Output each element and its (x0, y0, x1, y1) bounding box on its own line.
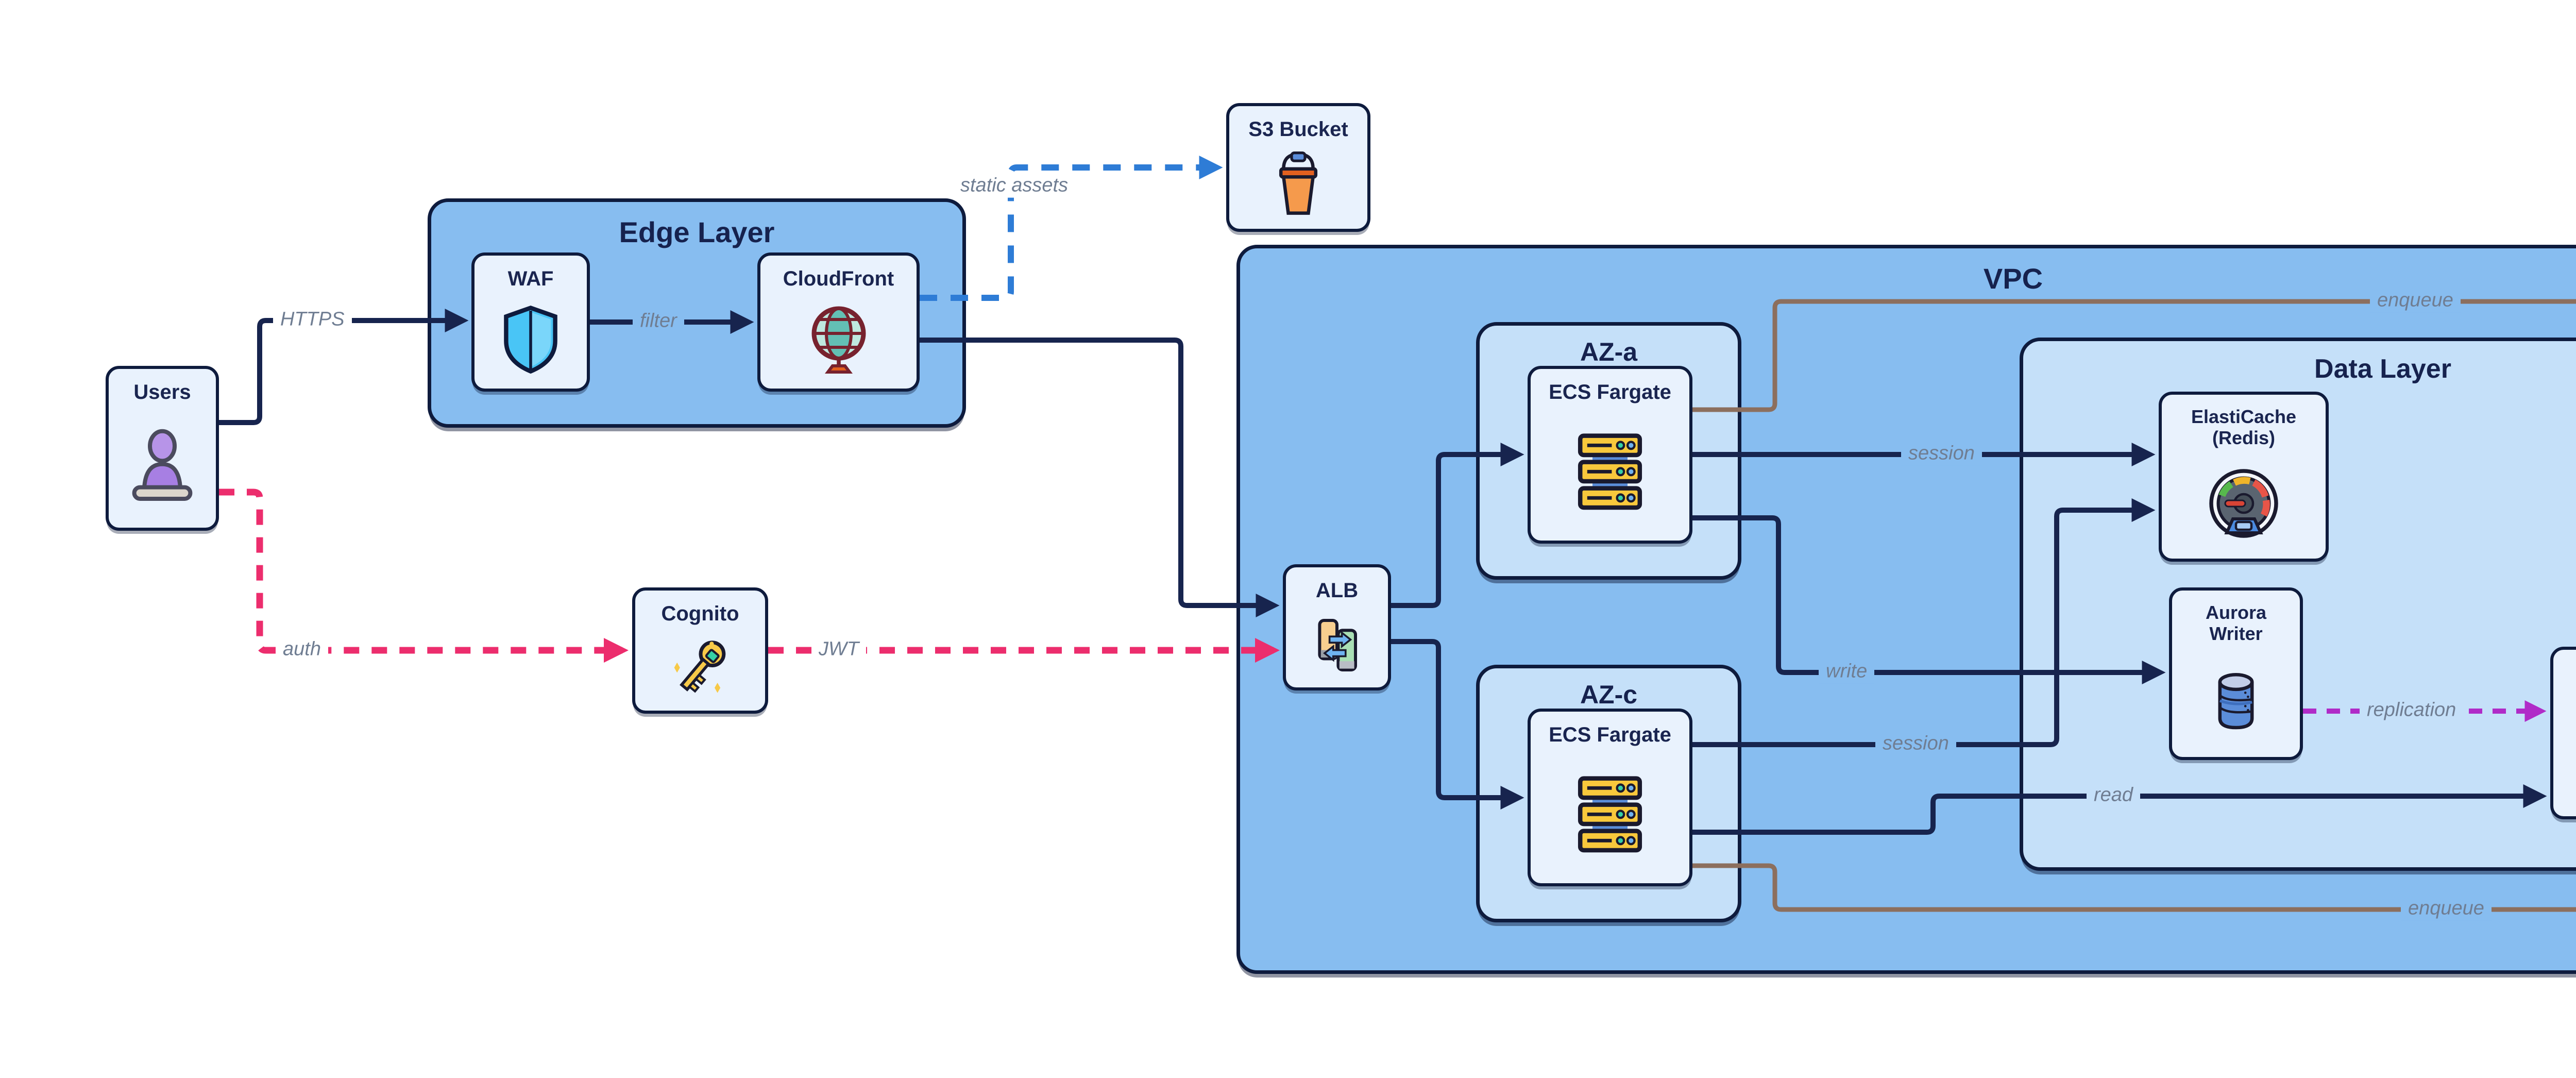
server-stack-icon (1531, 747, 1689, 883)
cloudfront-node: CloudFront (757, 252, 920, 392)
az-c-title: AZ-c (1580, 680, 1638, 709)
ecs-fargate-a-node: ECS Fargate (1528, 366, 1692, 544)
edge-label-filter: filter (633, 309, 684, 333)
ecs-fargate-c-node: ECS Fargate (1528, 709, 1692, 886)
edge-label-jwt: JWT (811, 637, 867, 662)
edge-cloudfront-alb (920, 338, 1280, 617)
users-title: Users (133, 381, 191, 403)
edge-auth (219, 489, 629, 663)
waf-title: WAF (507, 267, 554, 290)
s3-bucket-title: S3 Bucket (1248, 118, 1348, 141)
database-icon (2172, 645, 2300, 757)
aurora-reader-node: Aurora Reader (2550, 647, 2576, 819)
cognito-node: Cognito (632, 587, 768, 714)
alb-node: ALB (1283, 564, 1391, 690)
vpc-title: VPC (1983, 262, 2043, 295)
edge-label-session-c: session (1875, 731, 1956, 756)
edge-label-static-assets: static assets (953, 173, 1076, 198)
globe-icon (760, 291, 917, 389)
load-balancer-icon (1286, 602, 1388, 687)
waf-node: WAF (471, 252, 590, 392)
aurora-writer-node: Aurora Writer (2169, 587, 2303, 760)
cognito-title: Cognito (661, 602, 739, 625)
ecs-fargate-a-title: ECS Fargate (1549, 381, 1671, 403)
users-node: Users (106, 366, 219, 531)
cloudfront-title: CloudFront (783, 267, 894, 290)
edge-label-replication: replication (2360, 698, 2464, 722)
s3-bucket-node: S3 Bucket (1226, 103, 1370, 232)
edge-label-auth: auth (276, 637, 328, 662)
gauge-icon (2162, 449, 2326, 559)
database-icon (2553, 704, 2576, 816)
edge-https (219, 309, 469, 425)
key-icon (635, 626, 765, 711)
shield-icon (474, 291, 587, 389)
elasticache-node: ElastiCache (Redis) (2159, 392, 2329, 562)
elasticache-title: ElastiCache (Redis) (2191, 406, 2297, 449)
person-icon (109, 404, 216, 528)
edge-label-session-a: session (1901, 441, 1982, 466)
aurora-writer-title: Aurora Writer (2205, 602, 2267, 645)
server-stack-icon (1531, 404, 1689, 541)
edge-label-enqueue-bottom: enqueue (2401, 896, 2492, 921)
edge-label-enqueue-top: enqueue (2370, 288, 2461, 313)
data-layer-title: Data Layer (2314, 354, 2451, 384)
edge-label-https: HTTPS (273, 307, 352, 332)
edge-layer-title: Edge Layer (619, 216, 775, 248)
ecs-fargate-c-title: ECS Fargate (1549, 723, 1671, 746)
edge-label-read: read (2087, 783, 2141, 807)
edge-label-write: write (1819, 659, 1875, 684)
bucket-icon (1229, 141, 1367, 229)
alb-title: ALB (1315, 579, 1359, 602)
az-a-title: AZ-a (1580, 338, 1638, 366)
